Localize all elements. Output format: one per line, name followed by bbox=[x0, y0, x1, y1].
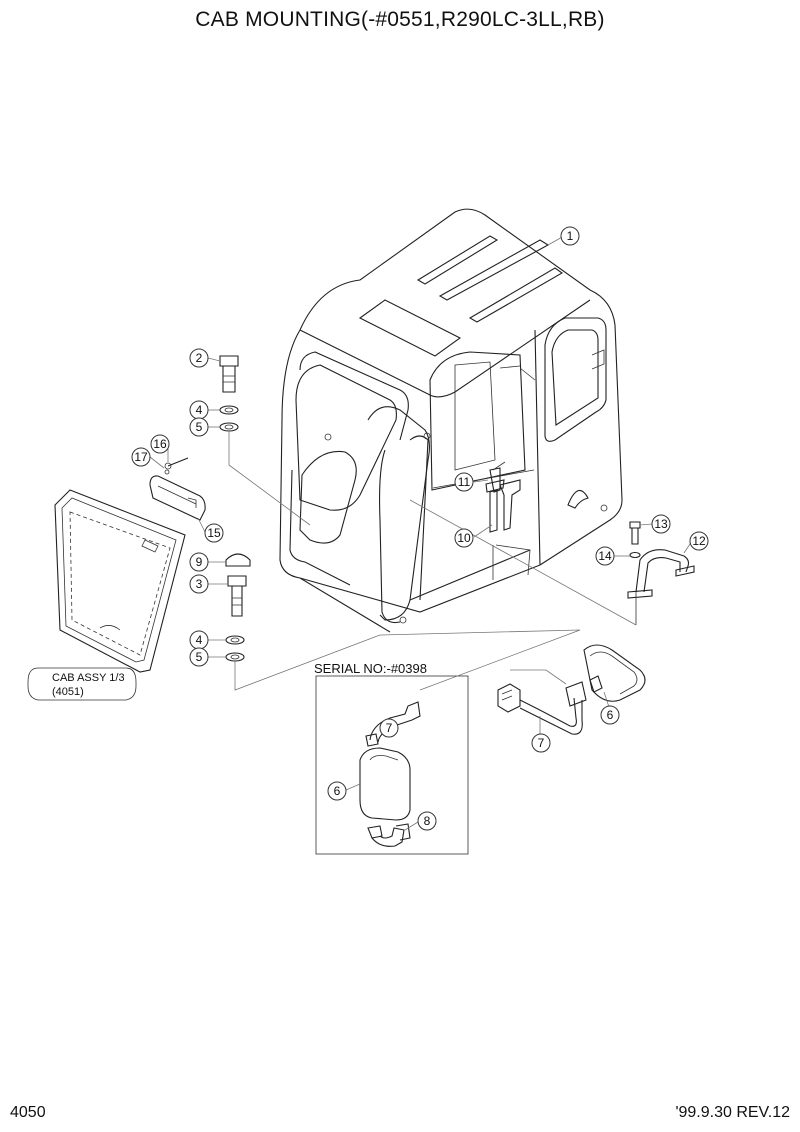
svg-text:5: 5 bbox=[196, 420, 203, 434]
callout-5a: 5 bbox=[189, 417, 209, 437]
callout-15: 15 bbox=[204, 523, 224, 543]
reference-line1: CAB ASSY 1/3 bbox=[52, 672, 125, 684]
svg-text:7: 7 bbox=[538, 736, 545, 750]
svg-text:10: 10 bbox=[457, 531, 471, 545]
callout-10: 10 bbox=[454, 528, 474, 548]
handrail-12 bbox=[627, 549, 695, 625]
washer-5a bbox=[219, 422, 239, 432]
svg-text:9: 9 bbox=[196, 555, 203, 569]
svg-text:4: 4 bbox=[196, 403, 203, 417]
bolt-2 bbox=[219, 355, 239, 393]
svg-text:5: 5 bbox=[196, 650, 203, 664]
page-number: 4050 bbox=[10, 1104, 46, 1121]
callout-6b: 6 bbox=[600, 705, 620, 725]
svg-text:2: 2 bbox=[196, 351, 203, 365]
callout-4a: 4 bbox=[189, 400, 209, 420]
svg-text:7: 7 bbox=[386, 721, 393, 735]
mirror-assembly-inset bbox=[359, 701, 421, 847]
washer-5b bbox=[225, 652, 245, 662]
svg-text:4: 4 bbox=[196, 633, 203, 647]
callout-12: 12 bbox=[689, 531, 709, 551]
callout-17: 17 bbox=[131, 447, 151, 467]
inset-box bbox=[315, 675, 469, 855]
leader-lines bbox=[149, 235, 693, 831]
callout-16: 16 bbox=[150, 434, 170, 454]
svg-text:8: 8 bbox=[424, 814, 431, 828]
callout-7b: 7 bbox=[531, 733, 551, 753]
revision-label: '99.9.30 REV.12 bbox=[675, 1104, 790, 1121]
mirror-assembly-right bbox=[497, 644, 646, 735]
svg-text:6: 6 bbox=[334, 784, 341, 798]
svg-text:11: 11 bbox=[458, 475, 471, 489]
bracket-assembly bbox=[149, 457, 206, 521]
callout-13: 13 bbox=[651, 514, 671, 534]
svg-text:15: 15 bbox=[207, 526, 221, 540]
bolt-3 bbox=[227, 575, 247, 617]
cab-body bbox=[279, 208, 623, 633]
svg-text:6: 6 bbox=[607, 708, 614, 722]
svg-text:1: 1 bbox=[567, 229, 574, 243]
lever-parts bbox=[485, 461, 521, 533]
callout-7a: 7 bbox=[379, 718, 399, 738]
bolt-13 bbox=[629, 521, 641, 545]
washer-4a bbox=[219, 405, 239, 415]
callout-14: 14 bbox=[595, 546, 615, 566]
reference-box bbox=[27, 667, 137, 701]
page-title: CAB MOUNTING(-#0551,R290LC-3LL,RB) bbox=[195, 8, 605, 31]
svg-text:16: 16 bbox=[153, 437, 167, 451]
svg-text:3: 3 bbox=[196, 577, 203, 591]
callout-6a: 6 bbox=[327, 781, 347, 801]
callout-5b: 5 bbox=[189, 647, 209, 667]
inset-label: SERIAL NO:-#0398 bbox=[314, 661, 427, 676]
callout-9: 9 bbox=[189, 552, 209, 572]
callout-1: 1 bbox=[560, 226, 580, 246]
callout-8: 8 bbox=[417, 811, 437, 831]
callout-4b: 4 bbox=[189, 630, 209, 650]
reference-line2: (4051) bbox=[52, 686, 84, 698]
callout-2: 2 bbox=[189, 348, 209, 368]
window-panel bbox=[54, 489, 186, 673]
washer-4b bbox=[225, 635, 245, 645]
svg-text:14: 14 bbox=[598, 549, 612, 563]
svg-text:12: 12 bbox=[692, 534, 706, 548]
callout-3: 3 bbox=[189, 574, 209, 594]
svg-text:13: 13 bbox=[654, 517, 668, 531]
callout-11: 11 bbox=[454, 472, 474, 492]
cap-9 bbox=[225, 553, 251, 567]
svg-text:17: 17 bbox=[134, 450, 148, 464]
washer-14 bbox=[629, 551, 641, 559]
